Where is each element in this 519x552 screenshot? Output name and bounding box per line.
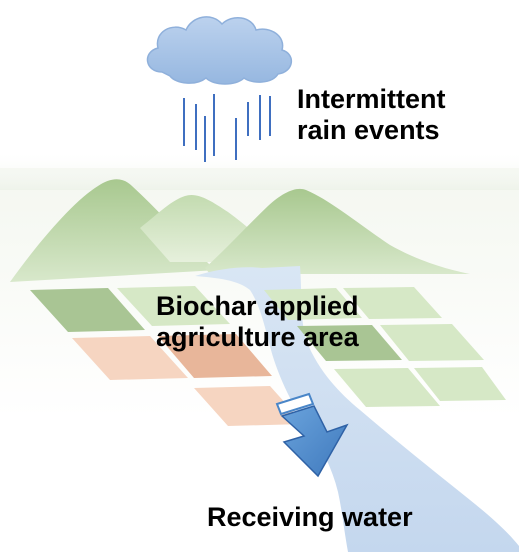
field-r3-c1	[194, 386, 304, 426]
rain-label-line-2: rain events	[297, 115, 440, 146]
field-r1-c1	[30, 288, 145, 332]
sky-haze	[0, 150, 519, 190]
rain-events-label: Intermittent rain events	[297, 84, 446, 146]
field-r1-c2	[117, 286, 230, 326]
arrow-stripe	[275, 392, 315, 416]
river	[195, 266, 519, 552]
field-r1-c3	[264, 288, 362, 320]
rain-label-line-1: Intermittent	[297, 84, 446, 114]
receiving-water-label: Receiving water	[207, 502, 413, 532]
mountain-right	[205, 188, 470, 274]
mountains	[10, 179, 470, 282]
field-r3-c2	[334, 368, 440, 407]
rain-drops	[183, 94, 271, 162]
field-r1-c4	[343, 287, 442, 319]
field-r3-c3	[414, 367, 506, 401]
field-r2-c3	[297, 325, 402, 361]
field-r2-c1	[72, 336, 188, 380]
field-r2-c4	[380, 324, 484, 361]
agriculture-area-label: Biochar applied agriculture area	[156, 291, 359, 353]
cloud-icon	[146, 16, 292, 85]
area-label-line-2: agriculture area	[156, 322, 359, 353]
runoff-arrow	[275, 392, 349, 478]
arrow-body	[280, 405, 349, 478]
area-label-line-1: Biochar applied	[156, 291, 359, 321]
field-r2-c2	[158, 334, 272, 378]
field-grid	[30, 286, 506, 426]
